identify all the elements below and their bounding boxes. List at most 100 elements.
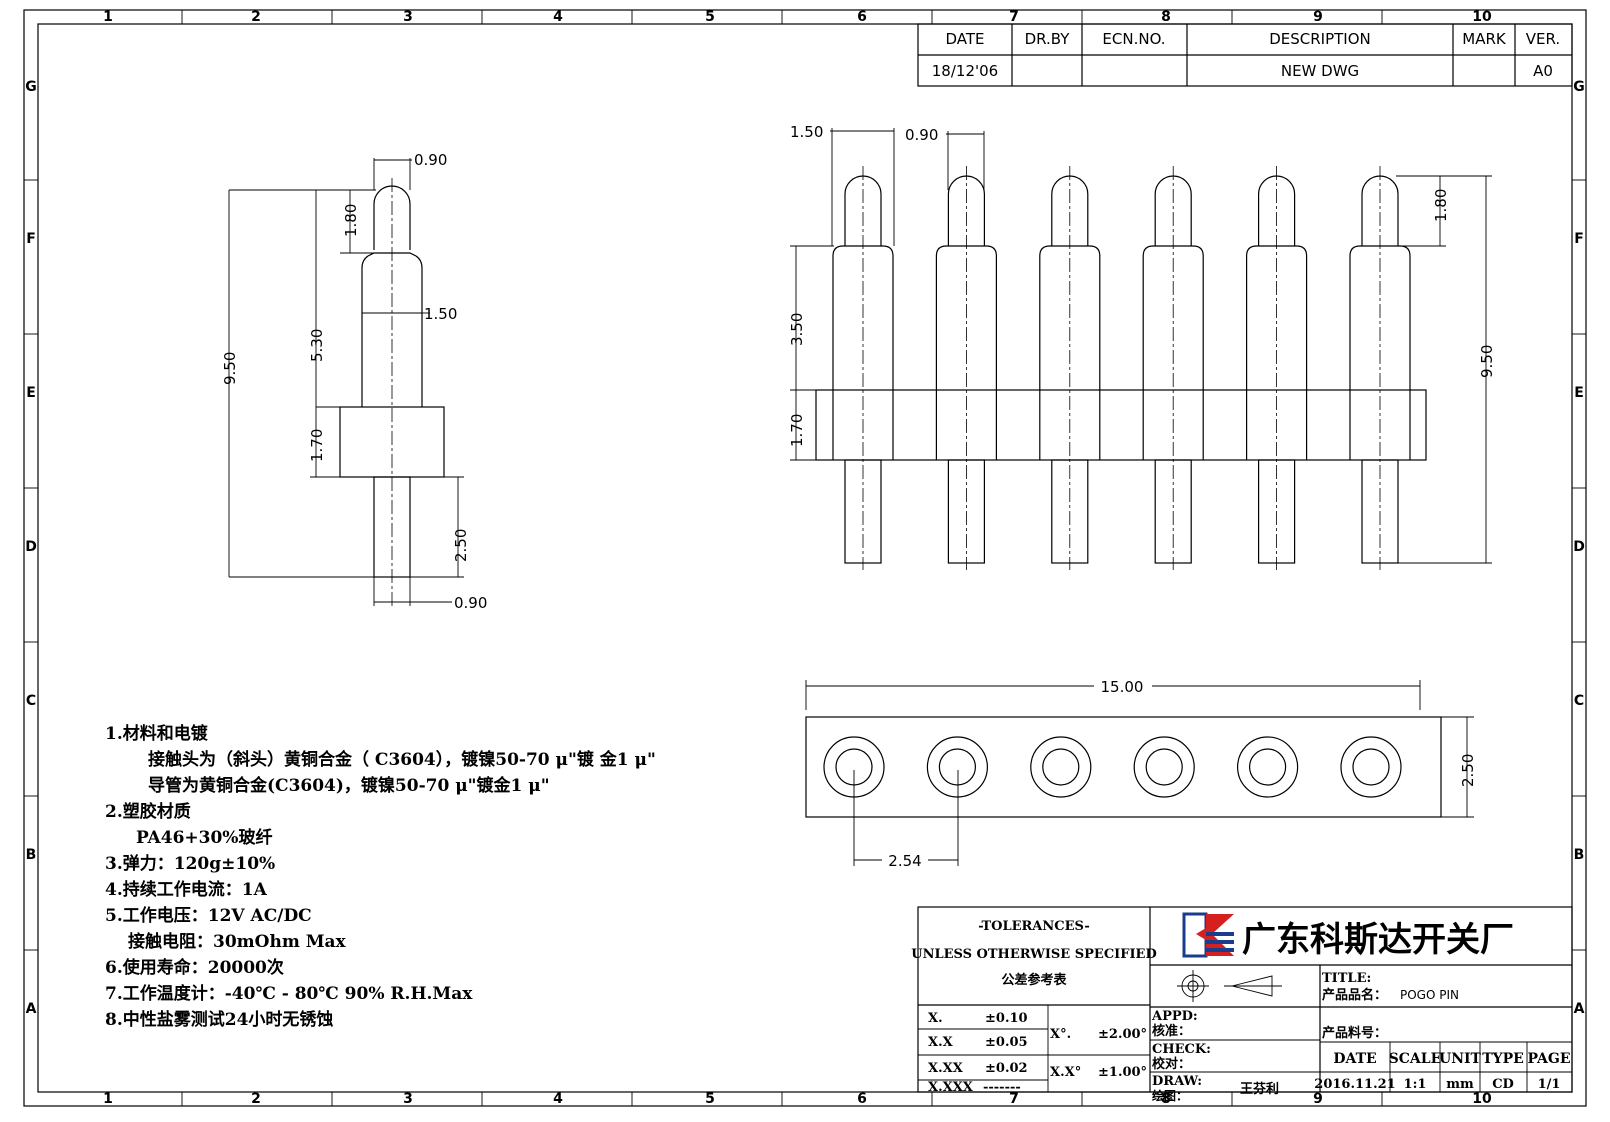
zone-col-bot-6: 6 [857, 1091, 867, 1107]
zone-col-bot-2: 2 [251, 1091, 261, 1107]
rev-header-ver: VER. [1526, 30, 1560, 48]
tol-title: -TOLERANCES- [978, 919, 1090, 934]
zone-row-right-C: C [1574, 693, 1584, 709]
tol-cn: 公差参考表 [1001, 972, 1067, 988]
note-5a: 接触电阻：30mOhm Max [128, 931, 347, 952]
dim-side-tip-dia: 0.90 [414, 151, 447, 169]
dim-front-tip: 0.90 [905, 126, 938, 144]
rev-header-date: DATE [945, 30, 984, 48]
notes: 1.材料和电镀 接触头为（斜头）黄铜合金（ C3604），镀镍50-70 μ"镀… [105, 723, 656, 1030]
tol-val-3: ±0.02 [985, 1061, 1028, 1076]
product-no-cn: 产品料号： [1322, 1025, 1387, 1041]
dim-side-tail: 2.50 [452, 529, 470, 562]
rev-date: 18/12'06 [932, 62, 998, 80]
ang-val-2: ±1.00° [1098, 1065, 1147, 1080]
ang-key-1: X°. [1050, 1027, 1071, 1042]
zone-row-left-E: E [26, 385, 36, 401]
rev-header-drby: DR.BY [1025, 30, 1071, 48]
zone-col-top-5: 5 [705, 9, 715, 25]
appd-label: APPD: [1151, 1009, 1198, 1024]
zone-col-top-4: 4 [553, 9, 563, 25]
info-header-scale: SCALE [1389, 1051, 1442, 1067]
dim-side-body-dia: 1.50 [424, 305, 457, 323]
front-housing [815, 389, 1427, 461]
zone-row-left-B: B [26, 847, 37, 863]
info-value-type: CD [1492, 1077, 1514, 1092]
zone-col-top-7: 7 [1009, 9, 1019, 25]
zone-col-top-6: 6 [857, 9, 867, 25]
title-block: -TOLERANCES- UNLESS OTHERWISE SPECIFIED … [911, 906, 1573, 1103]
company-name: 广东科斯达开关厂 [1242, 920, 1514, 960]
top-hole [1030, 736, 1092, 798]
zone-row-left-A: A [26, 1001, 37, 1017]
company-logo-icon [1182, 912, 1234, 958]
info-header-date: DATE [1333, 1051, 1376, 1067]
info-value-unit: mm [1446, 1077, 1474, 1092]
product-name: POGO PIN [1400, 988, 1459, 1002]
zone-row-right-D: D [1573, 539, 1585, 555]
top-view: 15.00 2.50 2.54 [805, 678, 1477, 870]
outer-frame [23, 9, 1587, 1107]
note-1a: 接触头为（斜头）黄铜合金（ C3604），镀镍50-70 μ"镀 金1 μ" [148, 749, 656, 770]
zone-col-bot-3: 3 [403, 1091, 413, 1107]
dim-front-total: 9.50 [1478, 345, 1496, 378]
dim-side-tip-len: 1.80 [342, 204, 360, 237]
note-2: 2.塑胶材质 [105, 801, 191, 822]
check-label: CHECK: [1152, 1042, 1211, 1057]
draw-cn: 绘图： [1152, 1088, 1188, 1103]
dim-front-body: 1.50 [790, 123, 823, 141]
tol-val-2: ±0.05 [985, 1035, 1028, 1050]
dim-front-tip-len: 1.80 [1432, 189, 1450, 222]
zone-col-bot-1: 1 [103, 1091, 113, 1107]
rev-header-description: DESCRIPTION [1269, 30, 1371, 48]
zone-col-top-10: 10 [1472, 9, 1492, 25]
tol-val-1: ±0.10 [985, 1011, 1028, 1026]
info-header-unit: UNIT [1439, 1051, 1482, 1067]
drawer-name: 王芬利 [1240, 1081, 1279, 1097]
zone-row-right-A: A [1574, 1001, 1585, 1017]
info-value-scale: 1:1 [1404, 1077, 1427, 1092]
tol-key-3: X.XX [928, 1061, 964, 1076]
draw-label: DRAW: [1152, 1074, 1202, 1089]
zone-col-top-3: 3 [403, 9, 413, 25]
info-value-page: 1/1 [1538, 1077, 1561, 1092]
zone-col-bot-7: 7 [1009, 1091, 1019, 1107]
note-6: 6.使用寿命：20000次 [105, 957, 284, 978]
rev-description: NEW DWG [1281, 62, 1359, 80]
zone-row-left-C: C [26, 693, 36, 709]
zone-row-right-G: G [1573, 79, 1585, 95]
front-pin [1039, 166, 1101, 570]
zone-col-bot-4: 4 [553, 1091, 563, 1107]
note-2a: PA46+30%玻纤 [136, 827, 272, 848]
note-5: 5.工作电压：12V AC/DC [105, 905, 312, 926]
zone-col-top-8: 8 [1161, 9, 1171, 25]
front-pin [1245, 166, 1308, 570]
zone-row-right-E: E [1574, 385, 1584, 401]
tol-val-4: ------- [983, 1080, 1021, 1095]
inner-frame [37, 23, 1573, 1093]
product-name-label: 产品品名： [1322, 987, 1387, 1003]
zone-col-top-2: 2 [251, 9, 261, 25]
zone-col-bot-5: 5 [705, 1091, 715, 1107]
note-7: 7.工作温度计：-40℃ - 80℃ 90% R.H.Max [105, 983, 473, 1004]
front-pin [832, 166, 894, 570]
zone-row-left-F: F [26, 231, 36, 247]
front-pin [1142, 166, 1204, 570]
dim-front-housing: 1.70 [788, 414, 806, 447]
front-pin [1349, 166, 1411, 570]
info-value-date: 2016.11.21 [1314, 1077, 1395, 1092]
projection-symbol-icon [1177, 970, 1282, 1002]
side-view-pin: 0.90 1.80 1.50 9.50 5.30 1.70 2.50 0.90 [221, 151, 487, 612]
check-cn: 校对： [1152, 1056, 1191, 1072]
zone-col-bot-9: 9 [1313, 1091, 1323, 1107]
note-1b: 导管为黄铜合金(C3604)，镀镍50-70 μ"镀金1 μ" [148, 775, 550, 796]
note-1: 1.材料和电镀 [105, 723, 209, 744]
zone-col-bot-8: 8 [1161, 1091, 1171, 1107]
dim-side-tail-dia: 0.90 [454, 594, 487, 612]
zone-col-top-1: 1 [103, 9, 113, 25]
zone-col-top-9: 9 [1313, 9, 1323, 25]
top-hole [1236, 736, 1299, 798]
zone-row-left-D: D [25, 539, 37, 555]
